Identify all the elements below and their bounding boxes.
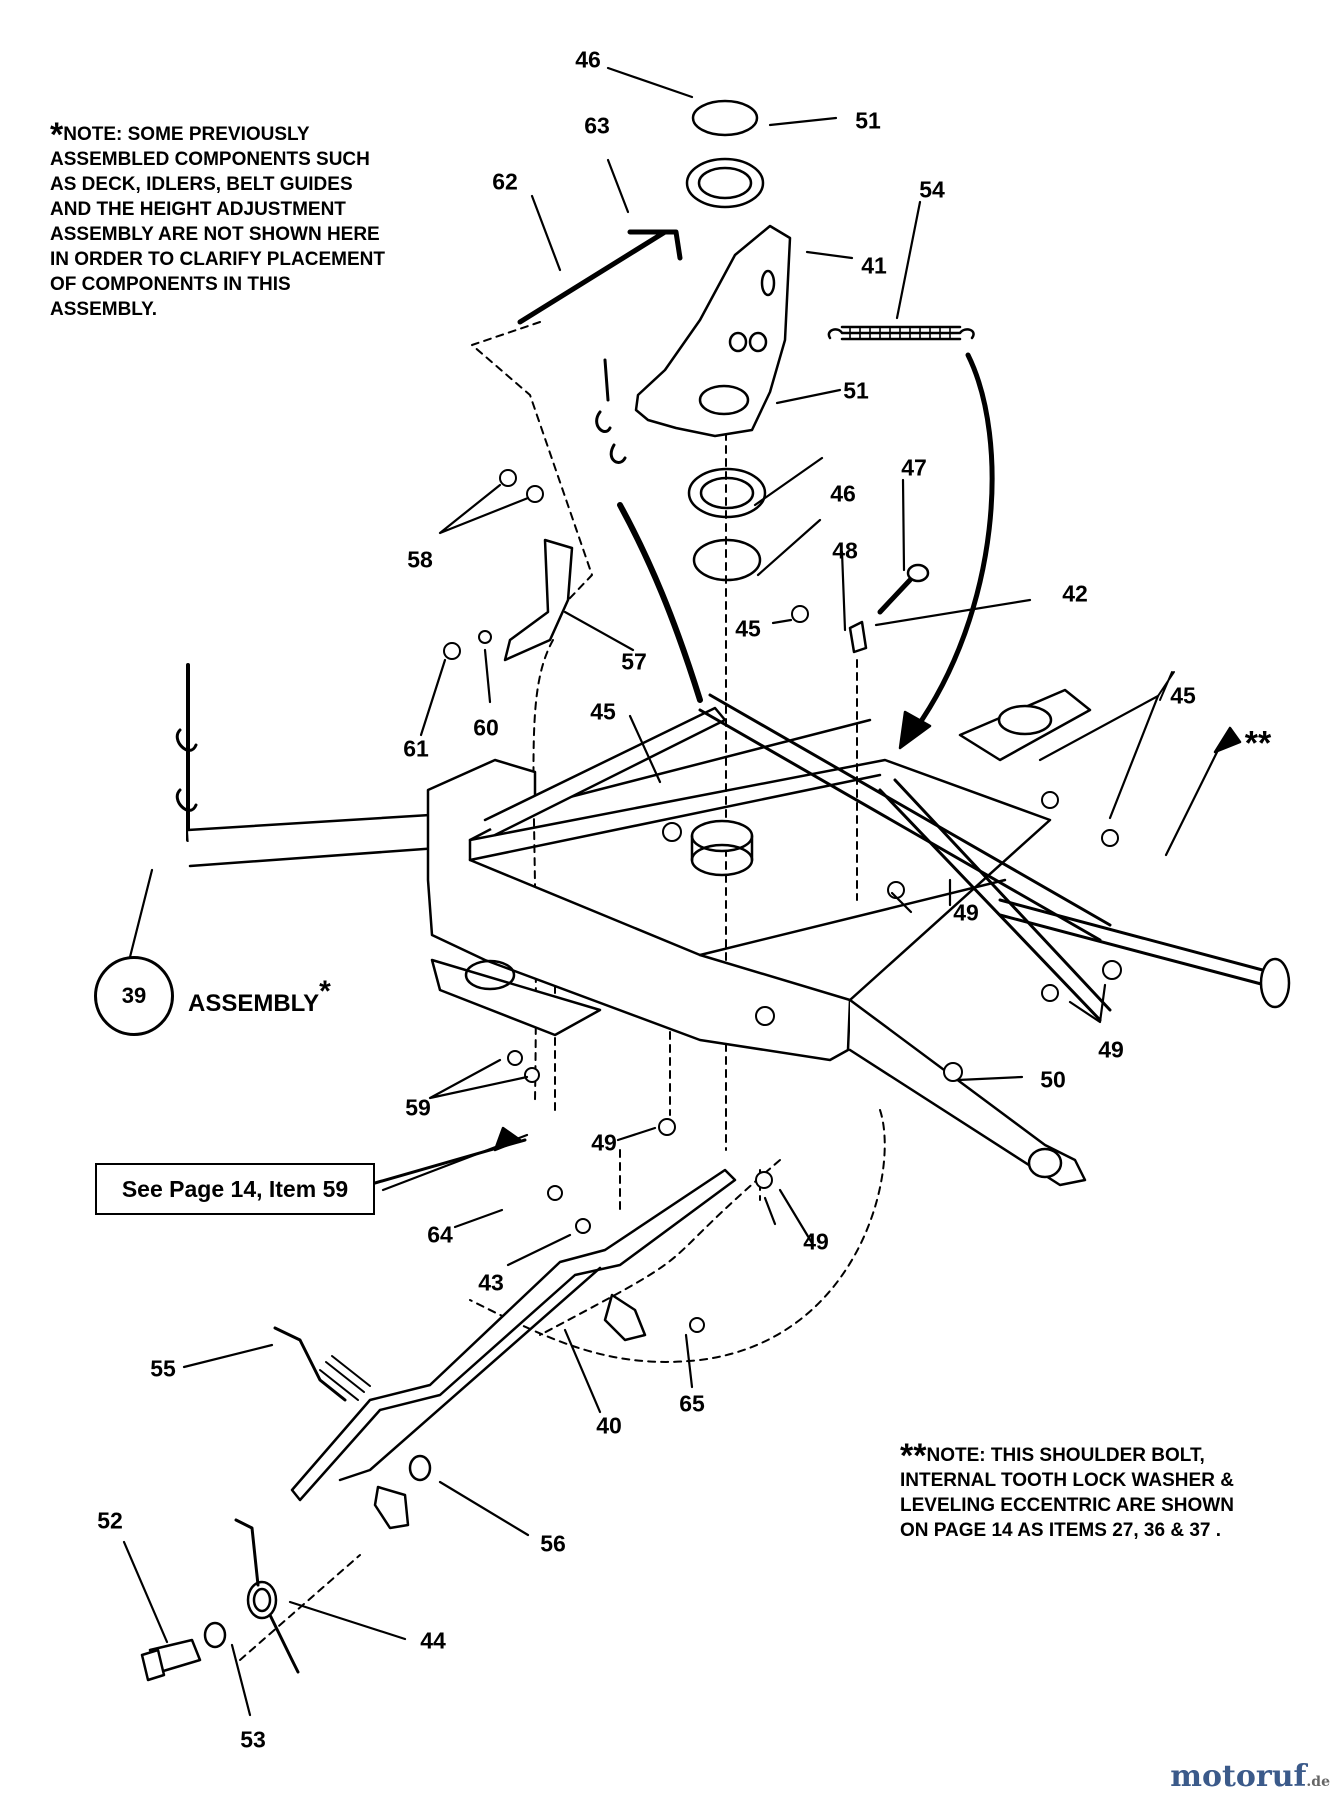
frame-left-side: [426, 758, 852, 1062]
part-label-46[interactable]: 46: [575, 46, 601, 73]
part-label-51-lower[interactable]: 51: [843, 377, 869, 404]
part-label-58[interactable]: 58: [407, 546, 433, 573]
snap-ring-46-bottom: [692, 538, 762, 582]
part-label-57[interactable]: 57: [621, 648, 647, 675]
part-label-53[interactable]: 53: [240, 1726, 266, 1753]
snap-ring-46-top: [691, 99, 759, 137]
note-components-not-shown: *NOTE: SOME PREVIOUSLY ASSEMBLED COMPONE…: [50, 118, 385, 322]
part-label-60[interactable]: 60: [473, 714, 499, 741]
part-label-56[interactable]: 56: [540, 1530, 566, 1557]
part-label-40[interactable]: 40: [596, 1412, 622, 1439]
part-label-51[interactable]: 51: [855, 107, 881, 134]
note-shoulder-bolt: **NOTE: THIS SHOULDER BOLT, INTERNAL TOO…: [900, 1439, 1234, 1543]
bushing-51-top: [685, 157, 765, 209]
part-label-41[interactable]: 41: [861, 252, 887, 279]
pivot-plate-41: [634, 224, 792, 438]
part-label-43[interactable]: 43: [478, 1269, 504, 1296]
part-label-45-right[interactable]: 45: [1170, 682, 1196, 709]
double-star-marker: **: [1244, 724, 1272, 763]
part-label-52[interactable]: 52: [97, 1507, 123, 1534]
part-label-45[interactable]: 45: [735, 615, 761, 642]
part-label-59[interactable]: 59: [405, 1094, 431, 1121]
part-label-62[interactable]: 62: [492, 168, 518, 195]
part-label-45-center[interactable]: 45: [590, 698, 616, 725]
assembly-number-circle[interactable]: 39: [94, 956, 174, 1036]
assembly-label: ASSEMBLY*: [188, 975, 331, 1017]
part-label-50[interactable]: 50: [1040, 1066, 1066, 1093]
part-label-61[interactable]: 61: [403, 735, 429, 762]
bushing-51-bottom: [687, 467, 767, 519]
leader-lines: [122, 66, 1224, 1717]
part-label-63[interactable]: 63: [584, 112, 610, 139]
part-label-49-right[interactable]: 49: [1098, 1036, 1124, 1063]
part-label-42[interactable]: 42: [1062, 580, 1088, 607]
part-label-47[interactable]: 47: [901, 454, 927, 481]
note-text: NOTE: THIS SHOULDER BOLT, INTERNAL TOOTH…: [900, 1445, 1234, 1541]
part-label-64[interactable]: 64: [427, 1221, 453, 1248]
part-label-49-arm[interactable]: 49: [803, 1228, 829, 1255]
hardware-nuts: [443, 469, 1122, 1333]
see-page-reference[interactable]: See Page 14, Item 59: [95, 1163, 375, 1215]
note-text: NOTE: SOME PREVIOUSLY ASSEMBLED COMPONEN…: [50, 124, 385, 320]
part-label-65[interactable]: 65: [679, 1390, 705, 1417]
part-label-44[interactable]: 44: [420, 1627, 446, 1654]
part-label-54[interactable]: 54: [919, 176, 945, 203]
part-label-49-lower[interactable]: 49: [591, 1129, 617, 1156]
lift-arm-40: [290, 1168, 737, 1502]
part-label-49-center[interactable]: 49: [953, 899, 979, 926]
motoruf-watermark: motoruf.de: [1170, 1759, 1330, 1794]
note-asterisk: *: [50, 116, 64, 154]
part-label-46-lower[interactable]: 46: [830, 480, 856, 507]
part-label-48[interactable]: 48: [832, 537, 858, 564]
part-label-55[interactable]: 55: [150, 1355, 176, 1382]
